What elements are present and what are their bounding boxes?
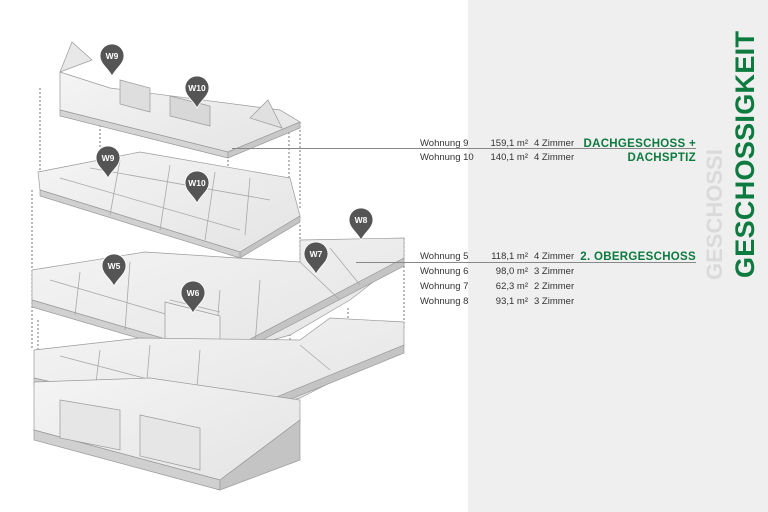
side-title-shadow: GESCHOSSIGKEIT bbox=[700, 150, 730, 280]
unit-name: Wohnung 10 bbox=[420, 152, 474, 163]
unit-row: Wohnung 7 62,3 m² 2 Zimmer bbox=[420, 280, 574, 293]
unit-name: Wohnung 8 bbox=[420, 296, 469, 307]
pin-icon bbox=[95, 145, 121, 179]
pin-label: W5 bbox=[108, 261, 121, 271]
unit-rooms: 2 Zimmer bbox=[534, 281, 575, 292]
pin-icon bbox=[303, 241, 329, 275]
pin-marker-w6: W6 bbox=[180, 280, 206, 314]
unit-rooms: 3 Zimmer bbox=[534, 296, 575, 307]
pin-icon bbox=[101, 253, 127, 287]
unit-area: 159,1 m² bbox=[490, 138, 529, 149]
unit-area: 93,1 m² bbox=[495, 296, 528, 307]
unit-row: Wohnung 6 98,0 m² 3 Zimmer bbox=[420, 265, 574, 278]
pin-marker-w10: W10 bbox=[184, 170, 210, 204]
unit-area: 98,0 m² bbox=[495, 266, 528, 277]
floor-label-line1: DACHGESCHOSS + bbox=[583, 138, 696, 150]
unit-area: 62,3 m² bbox=[495, 281, 528, 292]
pin-label: W10 bbox=[188, 178, 206, 188]
info-panel bbox=[468, 0, 768, 512]
pin-label: W7 bbox=[310, 249, 323, 259]
unit-rooms: 3 Zimmer bbox=[534, 266, 575, 277]
floor-dachgeschoss bbox=[37, 151, 301, 259]
pin-marker-w8: W8 bbox=[348, 207, 374, 241]
unit-area: 118,1 m² bbox=[491, 251, 528, 262]
pin-marker-w5: W5 bbox=[101, 253, 127, 287]
floor-erdgeschoss bbox=[33, 377, 301, 491]
pin-label: W8 bbox=[355, 215, 368, 225]
unit-rooms: 4 Zimmer bbox=[534, 138, 575, 149]
pin-icon bbox=[180, 280, 206, 314]
unit-row: Wohnung 10 140,1 m² 4 Zimmer bbox=[420, 151, 574, 164]
pin-label: W9 bbox=[102, 153, 115, 163]
floor-label-line2: DACHSPTIZ bbox=[627, 152, 696, 164]
unit-rooms: 4 Zimmer bbox=[534, 251, 575, 262]
dachgeschoss-label: DACHGESCHOSS + DACHSPTIZ bbox=[560, 137, 696, 165]
obergeschoss-label: 2. OBERGESCHOSS bbox=[560, 250, 696, 264]
floor-label-line1: 2. OBERGESCHOSS bbox=[580, 251, 696, 263]
dachgeschoss-leader-line bbox=[232, 148, 696, 149]
pin-label: W10 bbox=[188, 83, 206, 93]
unit-rooms: 4 Zimmer bbox=[534, 152, 575, 163]
pin-marker-w9: W9 bbox=[99, 43, 125, 77]
side-title: GESCHOSSIGKEIT bbox=[728, 8, 762, 278]
obergeschoss-leader-line bbox=[356, 262, 696, 263]
pin-icon bbox=[348, 207, 374, 241]
side-title-text: GESCHOSSIGKEIT bbox=[730, 30, 760, 278]
side-title-shadow-text: GESCHOSSIGKEIT bbox=[702, 150, 727, 280]
pin-label: W6 bbox=[187, 288, 200, 298]
unit-name: Wohnung 7 bbox=[420, 281, 469, 292]
pin-icon bbox=[184, 170, 210, 204]
pin-marker-w9: W9 bbox=[95, 145, 121, 179]
floor-dachspitz bbox=[59, 41, 301, 159]
unit-row: Wohnung 9 159,1 m² 4 Zimmer bbox=[420, 137, 574, 150]
unit-name: Wohnung 9 bbox=[420, 138, 469, 149]
unit-area: 140,1 m² bbox=[490, 152, 529, 163]
unit-name: Wohnung 6 bbox=[420, 266, 469, 277]
unit-name: Wohnung 5 bbox=[420, 251, 469, 262]
unit-row: Wohnung 5 118,1 m² 4 Zimmer bbox=[420, 250, 574, 263]
pin-label: W9 bbox=[106, 51, 119, 61]
unit-row: Wohnung 8 93,1 m² 3 Zimmer bbox=[420, 295, 574, 308]
pin-marker-w10: W10 bbox=[184, 75, 210, 109]
pin-icon bbox=[99, 43, 125, 77]
pin-marker-w7: W7 bbox=[303, 241, 329, 275]
pin-icon bbox=[184, 75, 210, 109]
